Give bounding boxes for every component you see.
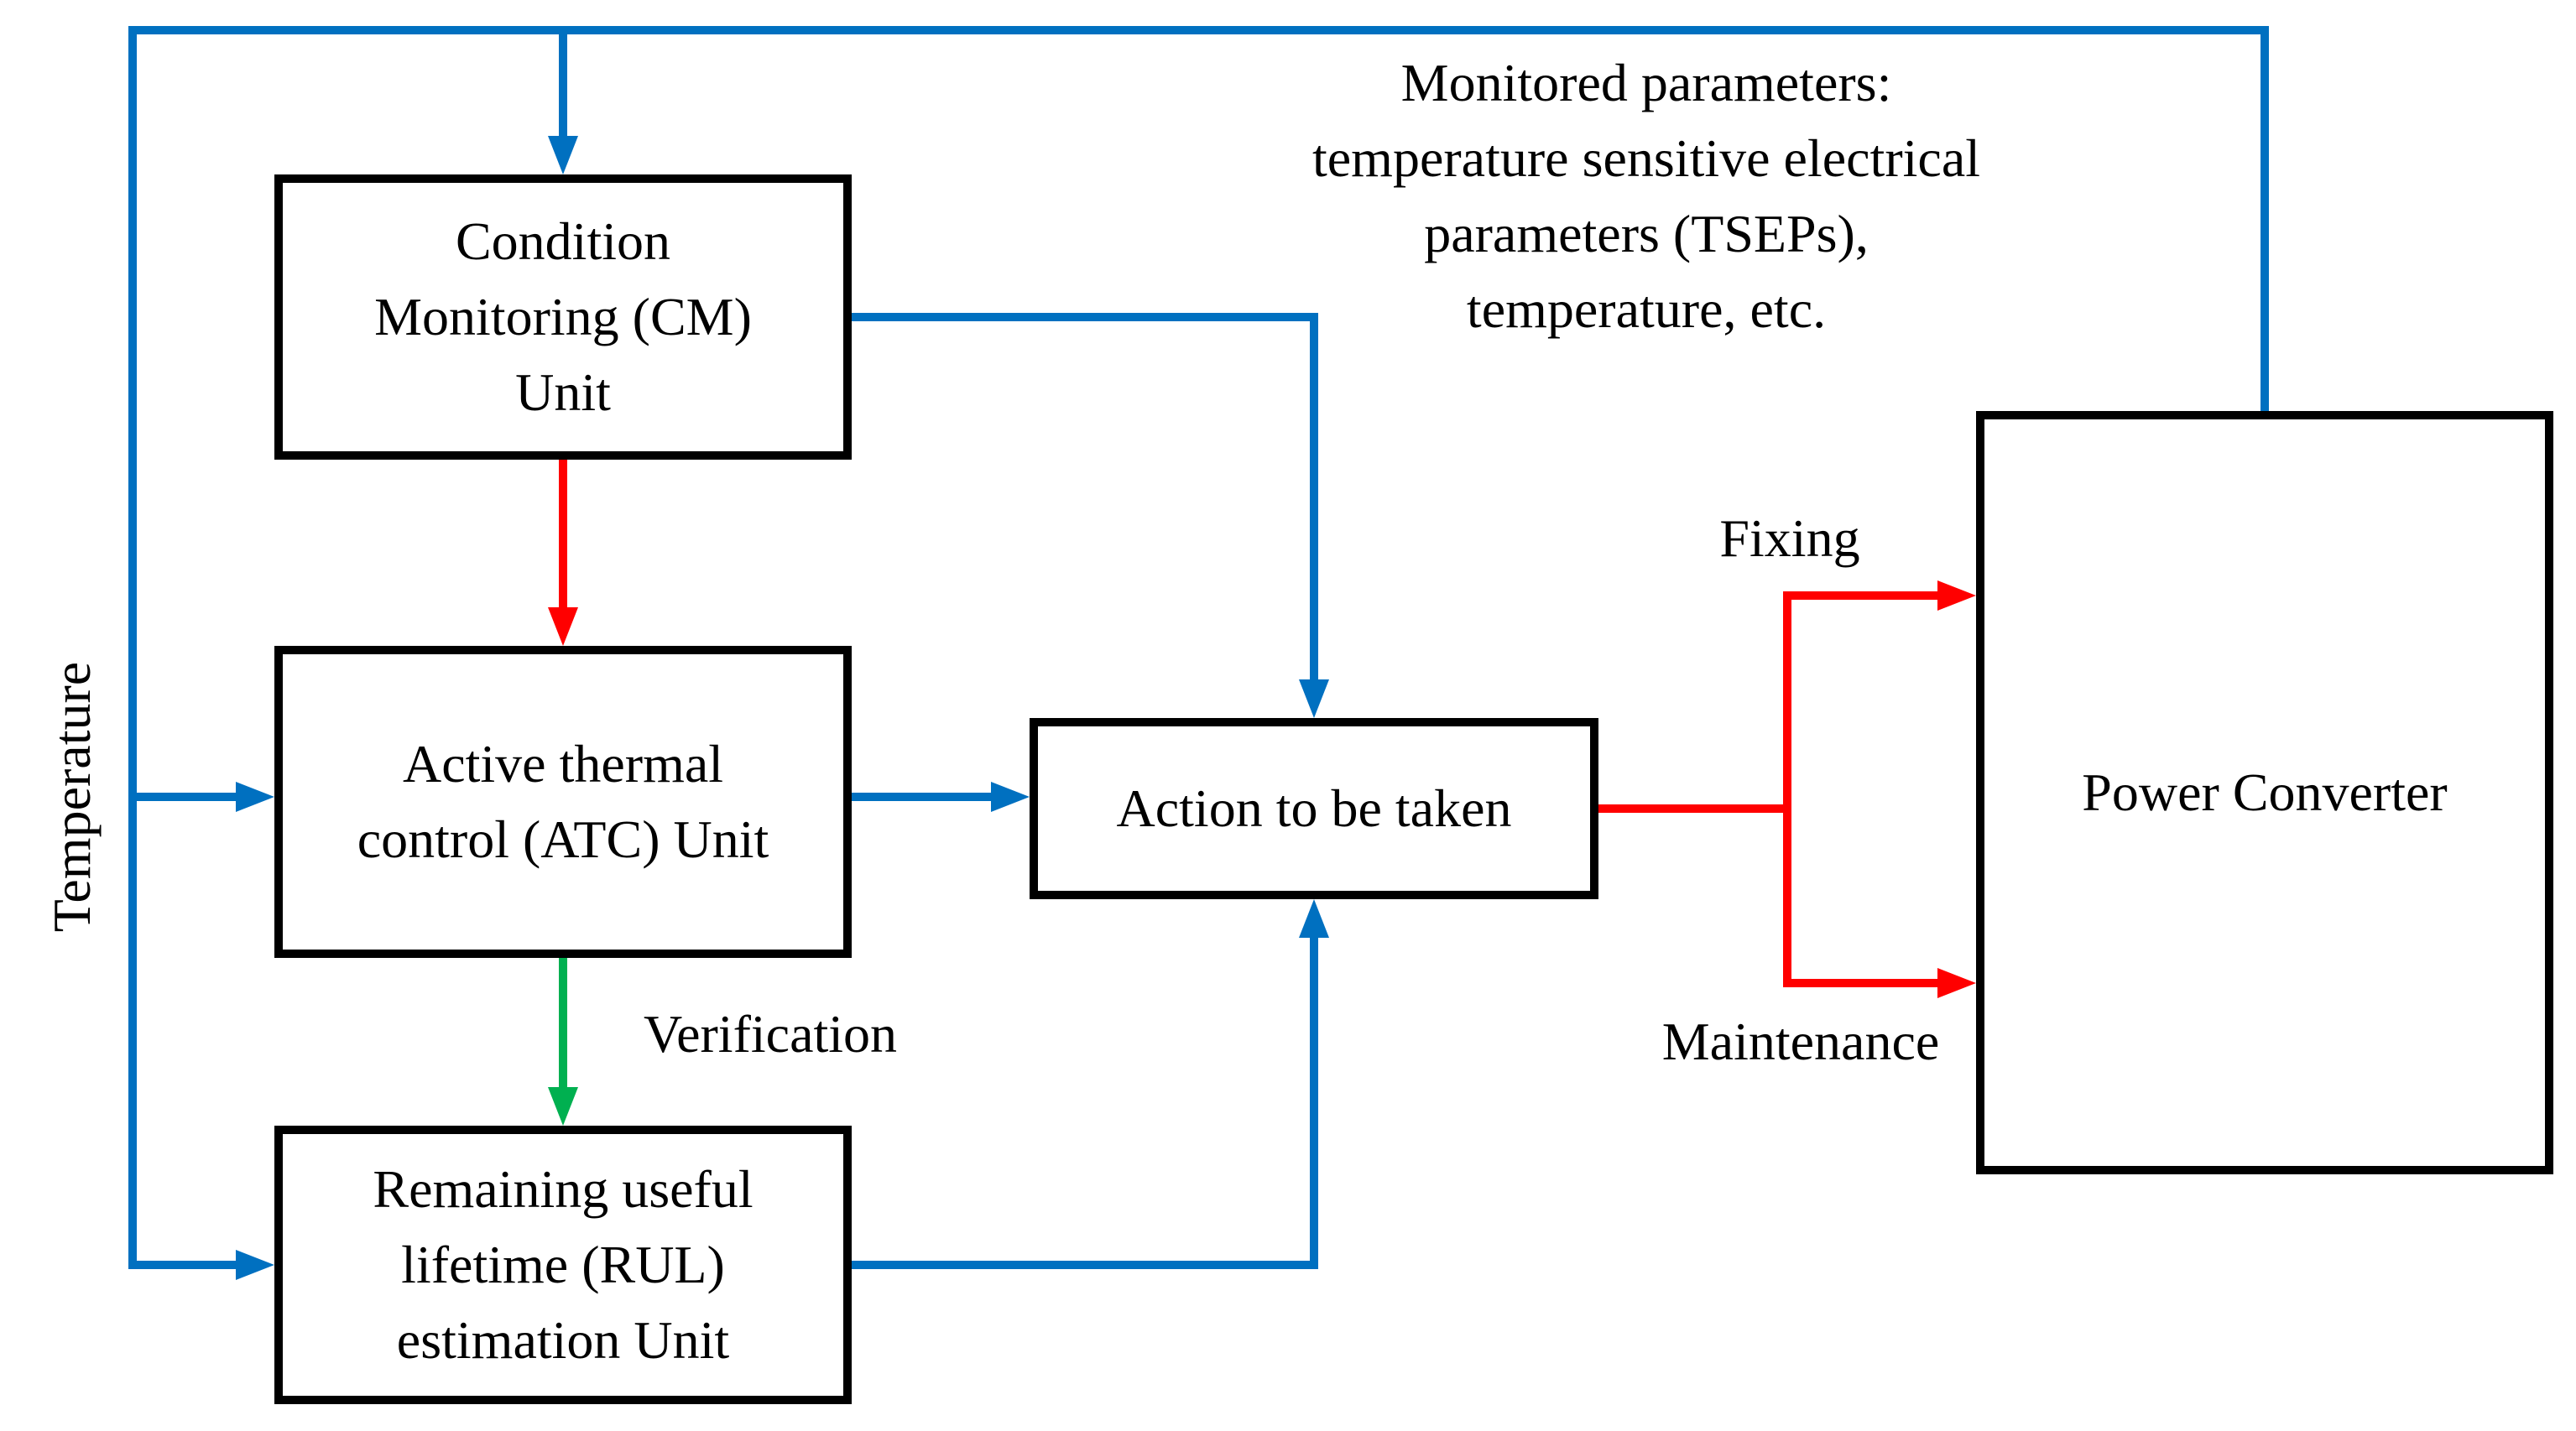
- rul-to-action-vertical-line: [1310, 938, 1318, 1269]
- temperature-left-line: [128, 26, 137, 1269]
- fixing-label: Fixing: [1719, 508, 1860, 568]
- action-top-arrowhead-icon: [1299, 679, 1329, 718]
- atc-to-action-line: [852, 793, 991, 801]
- maintenance-line: [1783, 979, 1937, 987]
- atc-input-arrowhead-icon: [236, 782, 274, 812]
- active-thermal-control-label: Active thermal control (ATC) Unit: [357, 734, 769, 869]
- rul-to-action-horizontal-line: [852, 1261, 1318, 1269]
- temperature-to-atc-line: [128, 793, 236, 801]
- action-to-be-taken-box: Action to be taken: [1030, 718, 1598, 899]
- atc-top-arrowhead-icon: [548, 607, 578, 646]
- cm-to-action-vertical-line: [1310, 313, 1318, 679]
- temperature-label: Temperature: [42, 661, 102, 933]
- action-output-line: [1598, 804, 1791, 813]
- condition-monitoring-label: Condition Monitoring (CM) Unit: [374, 211, 752, 422]
- condition-monitoring-box: Condition Monitoring (CM) Unit: [274, 174, 852, 460]
- action-left-arrowhead-icon: [991, 782, 1030, 812]
- power-converter-box: Power Converter: [1976, 411, 2553, 1174]
- maintenance-label: Maintenance: [1661, 1012, 1940, 1071]
- cm-to-action-horizontal-line: [852, 313, 1318, 321]
- rul-top-arrowhead-icon: [548, 1087, 578, 1126]
- atc-to-rul-line: [559, 958, 567, 1087]
- cm-input-arrowhead-icon: [548, 136, 578, 174]
- power-converter-label: Power Converter: [2082, 762, 2448, 822]
- power-converter-top-riser-line: [2261, 26, 2269, 411]
- verification-label: Verification: [643, 1004, 898, 1064]
- maintenance-arrowhead-icon: [1937, 968, 1976, 998]
- fixing-line: [1783, 591, 1937, 600]
- temperature-to-rul-line: [128, 1261, 236, 1269]
- monitored-parameters-label: Monitored parameters: temperature sensit…: [1311, 53, 1981, 339]
- cm-to-atc-line: [559, 460, 567, 607]
- action-bottom-arrowhead-icon: [1299, 899, 1329, 938]
- cm-input-line: [559, 26, 567, 136]
- action-branch-vertical-line: [1783, 591, 1791, 987]
- fixing-arrowhead-icon: [1937, 580, 1976, 611]
- action-to-be-taken-label: Action to be taken: [1116, 778, 1512, 838]
- rul-estimation-box: Remaining useful lifetime (RUL) estimati…: [274, 1126, 852, 1404]
- rul-estimation-label: Remaining useful lifetime (RUL) estimati…: [373, 1159, 754, 1370]
- rul-input-arrowhead-icon: [236, 1250, 274, 1280]
- active-thermal-control-box: Active thermal control (ATC) Unit: [274, 646, 852, 958]
- monitored-params-top-line: [128, 26, 2269, 34]
